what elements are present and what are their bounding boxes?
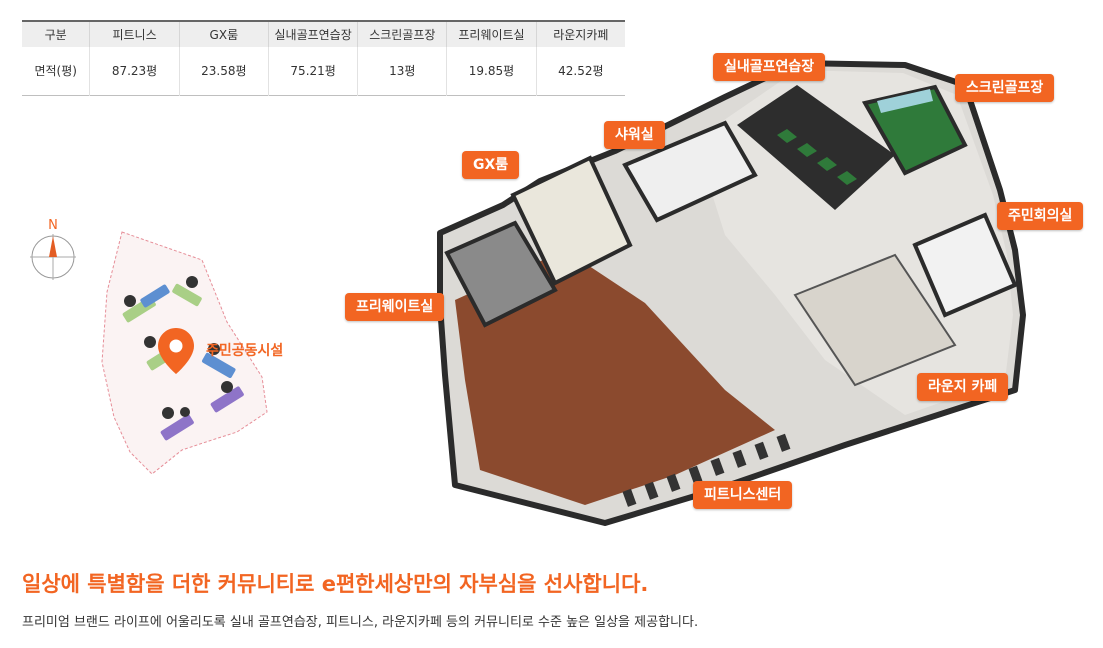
header-screen-golf: 스크린골프장 xyxy=(357,21,448,47)
callout-free-weight: 프리웨이트실 xyxy=(345,293,445,321)
golf-bays xyxy=(777,129,857,185)
site-map-illustration: N 주민공동시설 xyxy=(30,218,283,475)
callout-fitness-center: 피트니스센터 xyxy=(693,481,793,509)
subtext: 프리미엄 브랜드 라이프에 어울리도록 실내 골프연습장, 피트니스, 라운지카… xyxy=(22,615,699,630)
cell-free-weight-area: 19.85평 xyxy=(446,47,537,95)
cell-area-label: 면적(평) xyxy=(22,47,91,95)
location-pin-icon xyxy=(158,328,194,374)
header-indoor-golf: 실내골프연습장 xyxy=(268,21,359,47)
site-map: N 주민공동시설 xyxy=(22,212,312,492)
cell-indoor-golf-area: 75.21평 xyxy=(268,47,359,95)
callout-screen-golf: 스크린골프장 xyxy=(955,74,1055,102)
cell-fitness-area: 87.23평 xyxy=(89,47,180,95)
callout-residents-meeting: 주민회의실 xyxy=(997,202,1084,230)
cell-screen-golf-area: 13평 xyxy=(357,47,448,95)
fitness-wood-floor xyxy=(455,250,775,505)
area-table-header-row: 구분 피트니스 GX룸 실내골프연습장 스크린골프장 프리웨이트실 라운지카페 xyxy=(22,21,625,47)
callout-shower: 샤워실 xyxy=(604,121,665,149)
meeting-room xyxy=(912,212,1018,318)
area-table-row: 면적(평) 87.23평 23.58평 75.21평 13평 19.85평 42… xyxy=(22,47,625,95)
free-weight-room xyxy=(444,220,558,328)
compass-icon: N xyxy=(30,218,76,280)
area-table: 구분 피트니스 GX룸 실내골프연습장 스크린골프장 프리웨이트실 라운지카페 … xyxy=(22,20,625,96)
callout-lounge-cafe: 라운지 카페 xyxy=(917,373,1009,401)
floorplan: 실내골프연습장 스크린골프장 샤워실 GX룸 주민회의실 프리웨이트실 라운지 … xyxy=(345,45,1084,530)
callout-indoor-golf: 실내골프연습장 xyxy=(713,53,826,81)
lounge-cafe-area xyxy=(793,253,957,387)
exercise-machines xyxy=(622,433,791,507)
cell-gx-area: 23.58평 xyxy=(179,47,269,95)
site-marker-label: 주민공동시설 xyxy=(206,342,283,359)
header-lounge-cafe: 라운지카페 xyxy=(553,28,609,42)
gx-room xyxy=(510,155,633,286)
headline: 일상에 특별함을 더한 커뮤니티로 e편한세상만의 자부심을 선사합니다. xyxy=(22,572,649,596)
header-category: 구분 xyxy=(22,21,91,47)
cell-lounge-cafe-area: 42.52평 xyxy=(558,64,604,79)
floorplan-illustration xyxy=(437,60,1026,526)
header-free-weight: 프리웨이트실 xyxy=(446,21,537,47)
shower-room xyxy=(622,120,758,223)
callout-gx: GX룸 xyxy=(462,151,520,179)
north-label: N xyxy=(48,218,58,233)
header-fitness: 피트니스 xyxy=(89,21,180,47)
header-gx: GX룸 xyxy=(179,21,269,47)
